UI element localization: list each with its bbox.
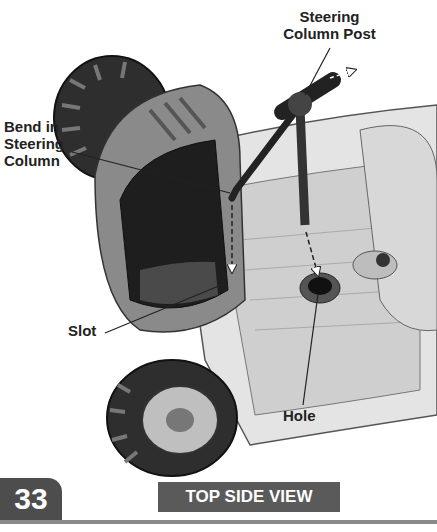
seat-mount: [353, 251, 397, 279]
leader-line: [303, 294, 318, 405]
steering-post-stub: [300, 108, 305, 225]
seat-area: [360, 126, 437, 331]
view-title-text: TOP SIDE VIEW: [186, 487, 313, 507]
part-label: Steering Column Post: [272, 8, 387, 42]
footer-rule: [0, 520, 437, 524]
step-number: 33: [0, 478, 62, 520]
leader-line: [305, 48, 330, 95]
step-number-text: 33: [14, 482, 47, 516]
tire-tread: [110, 385, 137, 462]
hole-boss: [300, 273, 340, 303]
part-label: Hole: [283, 407, 343, 424]
steering-column: [232, 108, 298, 198]
leader-line: [105, 283, 226, 333]
leader-line: [72, 152, 230, 193]
part-label: Slot: [68, 322, 118, 339]
fender-vents: [150, 98, 205, 140]
view-title: TOP SIDE VIEW: [158, 482, 340, 512]
front-opening: [120, 140, 228, 308]
knob: [376, 253, 390, 267]
post-joint: [288, 92, 312, 116]
assembly-arrow: [330, 70, 355, 78]
wheel-hub: [166, 408, 194, 432]
assembly-arrow: [306, 232, 318, 275]
wheel-rim: [142, 386, 218, 454]
assembly-arrow: [231, 205, 233, 272]
part-label: Bend in Steering Column: [4, 118, 76, 169]
rear-tire: [107, 360, 237, 476]
hole: [308, 277, 332, 295]
front-fender: [95, 85, 245, 332]
slot-panel: [140, 262, 218, 304]
